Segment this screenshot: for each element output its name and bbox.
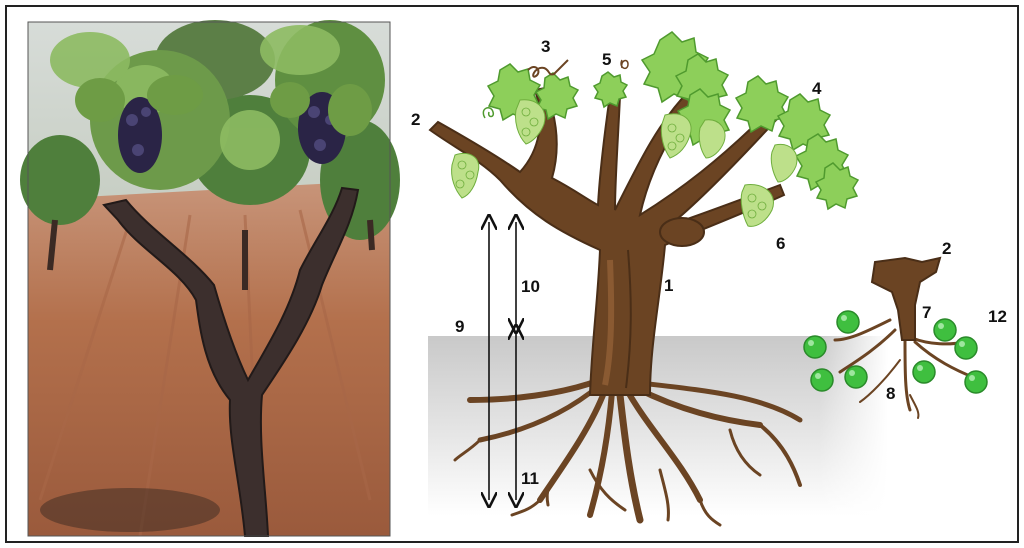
label-5: 5 (602, 50, 611, 69)
label-2-cutting: 2 (942, 239, 951, 258)
vineyard-photo (20, 20, 400, 536)
label-7: 7 (922, 303, 931, 322)
label-6: 6 (776, 234, 785, 253)
label-1: 1 (664, 276, 673, 295)
label-12: 12 (988, 307, 1007, 326)
label-9: 9 (455, 317, 464, 336)
soil-region (428, 336, 888, 516)
label-3: 3 (541, 37, 550, 56)
label-2: 2 (411, 110, 420, 129)
label-11: 11 (521, 469, 539, 488)
label-10: 10 (521, 277, 540, 296)
label-8: 8 (886, 384, 895, 403)
label-4: 4 (812, 79, 822, 98)
